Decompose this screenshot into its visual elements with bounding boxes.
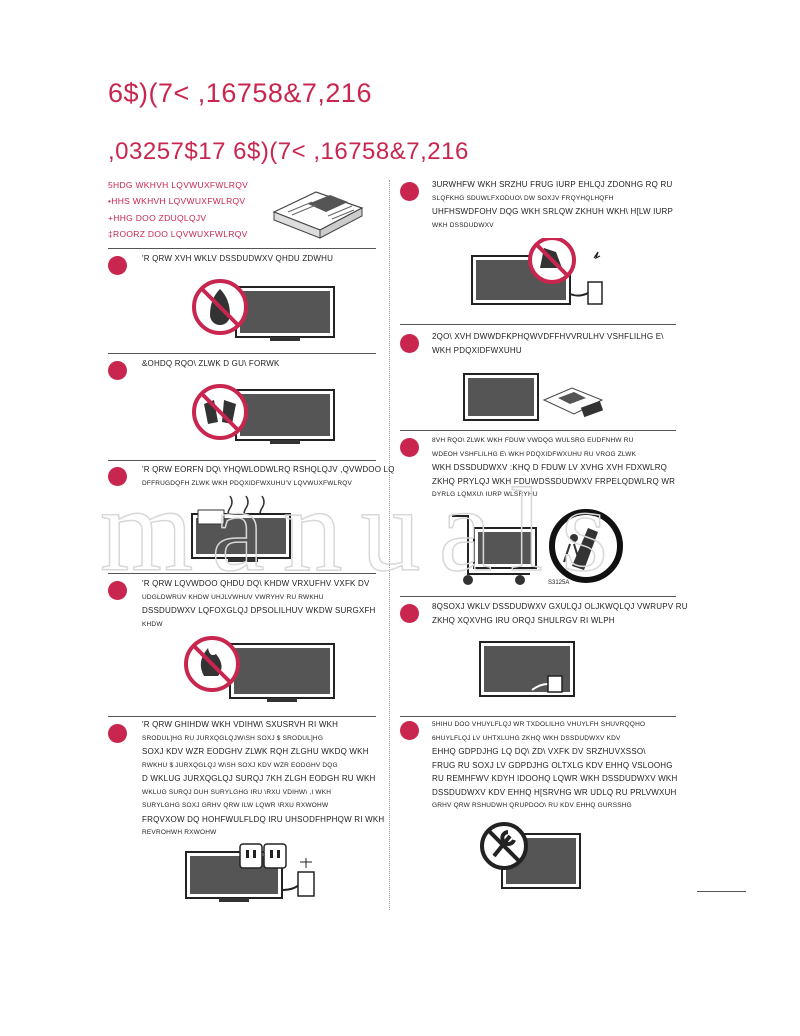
- page-end-rule: [697, 891, 746, 892]
- item-text: 5HIHU DOO VHUYLFLQJ WR TXDOLILHG VHUYLFH…: [432, 718, 677, 813]
- divider: [108, 716, 376, 717]
- cart-tipover-illustration: S3125A: [448, 508, 668, 588]
- item-text: &OHDQ RQO\ ZLWK D GU\ FORWK: [142, 357, 280, 371]
- bullet-dot: [400, 604, 419, 623]
- bullet-dot: [108, 724, 127, 743]
- bullet-dot: [108, 256, 127, 275]
- divider: [400, 430, 676, 431]
- item-text: 'R QRW LQVWDOO QHDU DQ\ KHDW VRXUFHV VXF…: [142, 577, 376, 631]
- intro-line: +HHG DOO ZDUQLQJV: [108, 213, 206, 223]
- power-cord-tv-illustration: [470, 238, 620, 308]
- ventilation-tv-illustration: [188, 492, 298, 564]
- bullet-dot: [108, 467, 127, 486]
- cart-label: S3125A: [548, 580, 569, 586]
- bullet-dot: [400, 182, 419, 201]
- bullet-dot: [400, 721, 419, 740]
- column-divider: [389, 180, 390, 910]
- no-water-tv-illustration: [190, 275, 340, 345]
- item-text: 'R QRW EORFN DQ\ YHQWLODWLRQ RSHQLQJV ,Q…: [142, 463, 395, 490]
- divider: [108, 248, 376, 249]
- divider: [108, 353, 376, 354]
- no-heat-tv-illustration: [182, 632, 342, 708]
- page-title: 6$)(7< ,16758&7,216: [108, 78, 372, 109]
- intro-line: ‡ROORZ DOO LQVWUXFWLRQV: [108, 229, 248, 239]
- item-text: 'R QRW XVH WKLV DSSDUDWXV QHDU ZDWHU: [142, 252, 333, 266]
- divider: [108, 573, 376, 574]
- item-text: 2QO\ XVH DWWDFKPHQWVDFFHVVRULHV VSHFLIL…: [432, 330, 664, 357]
- divider: [400, 596, 676, 597]
- polarized-plug-tv-illustration: [184, 838, 324, 906]
- no-service-tv-illustration: [478, 820, 582, 892]
- divider: [400, 324, 676, 325]
- item-text: 'R QRW GHIHDW WKH VDIHW\ SXUSRVH RI WKH …: [142, 718, 384, 840]
- manual-booklet-icon: [268, 186, 366, 244]
- divider: [108, 460, 376, 461]
- item-text: 8QSOXJ WKLV DSSDUDWXV GXULQJ OLJKWQLQJ V…: [432, 600, 688, 627]
- section-title: ,03257$17 6$)(7< ,16758&7,216: [108, 138, 469, 166]
- unplug-tv-illustration: [478, 640, 578, 702]
- bullet-dot: [400, 438, 419, 457]
- intro-line: 5HDG WKHVH LQVWUXFWLRQV: [108, 180, 248, 190]
- bullet-dot: [108, 581, 127, 600]
- intro-line: •HHS WKHVH LQVWUXFWLRQV: [108, 196, 245, 206]
- accessories-tv-illustration: [462, 372, 612, 424]
- divider: [400, 716, 676, 717]
- bullet-dot: [400, 334, 419, 353]
- item-text: 8VH RQO\ ZLWK WKH FDUW VWDQG WULSRG EUDF…: [432, 434, 675, 502]
- dry-cloth-tv-illustration: [190, 380, 340, 450]
- item-text: 3URWHFW WKH SRZHU FRUG IURP EHLQJ ZDONHG…: [432, 178, 673, 232]
- bullet-dot: [108, 361, 127, 380]
